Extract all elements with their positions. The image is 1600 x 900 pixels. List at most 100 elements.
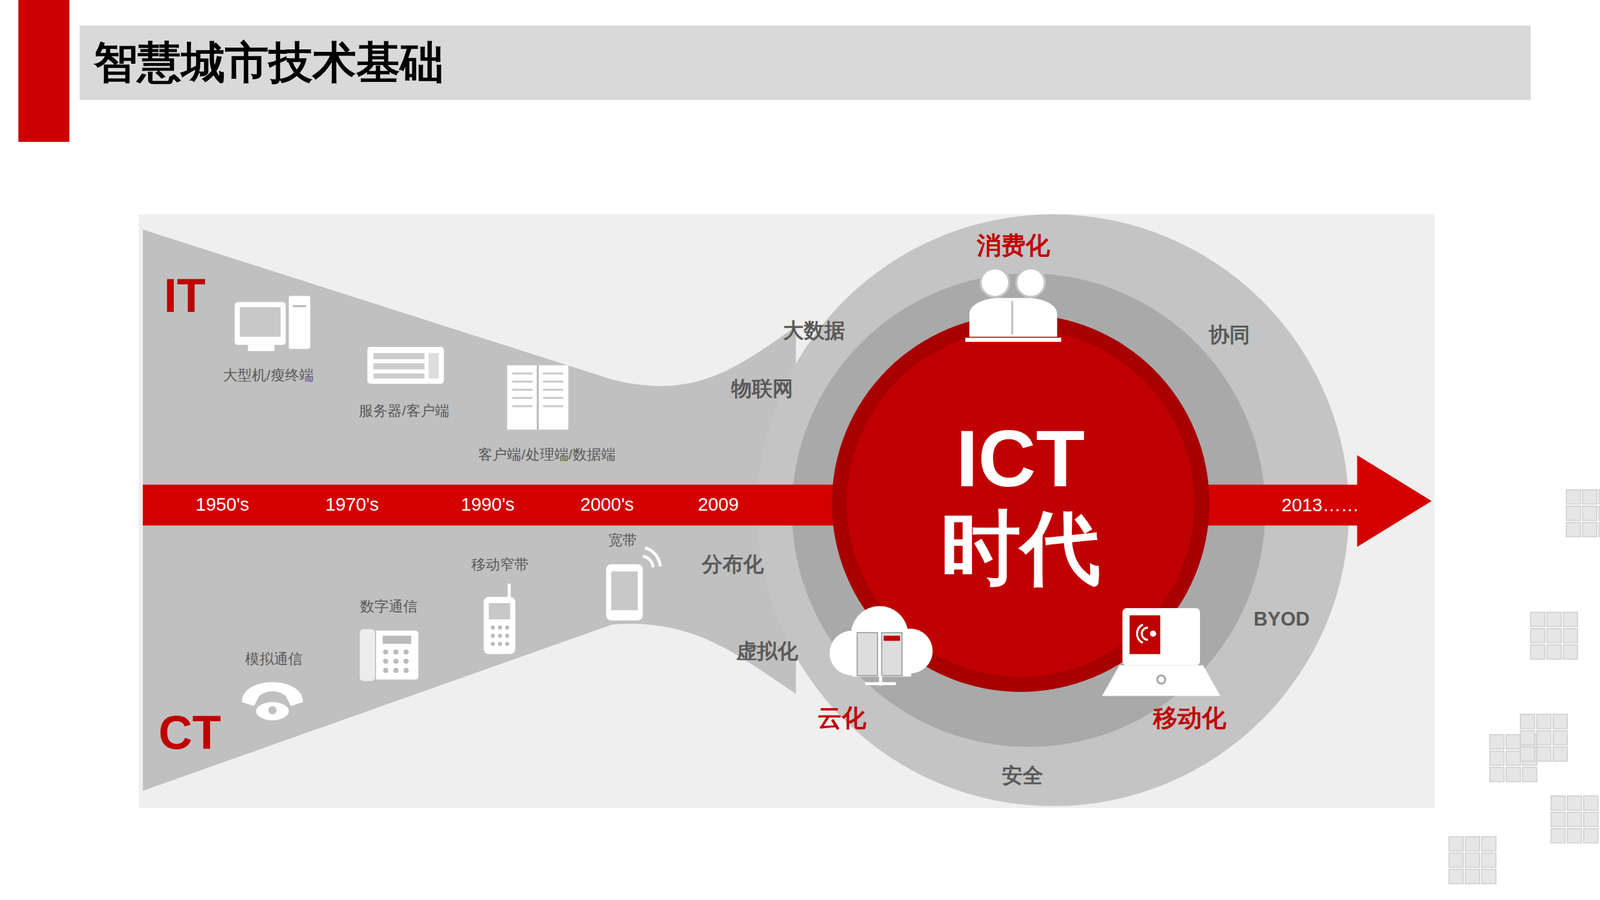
cube-cell (1490, 767, 1505, 782)
era-label: 数字通信 (360, 599, 418, 615)
cube-cell (1582, 506, 1597, 521)
cube-cell (1481, 853, 1497, 868)
cube-cell (1481, 869, 1497, 884)
convergence-funnel (143, 229, 797, 791)
computer-icon (235, 295, 311, 351)
cube-cell (1448, 869, 1464, 884)
cube-cell (1598, 522, 1600, 537)
cube-cell (1546, 612, 1562, 627)
ct-heading: CT (158, 706, 222, 759)
cube-cell (1567, 812, 1582, 827)
cube-cell (1465, 836, 1480, 852)
year-label: 2013…… (1281, 495, 1360, 515)
trend-label: 协同 (1208, 323, 1250, 347)
it-heading: IT (163, 270, 206, 322)
middle-ring (791, 273, 1266, 748)
cube-cell (1551, 795, 1566, 810)
cube-cell (1481, 836, 1497, 852)
trend-label: 大数据 (783, 319, 845, 342)
page-title: 智慧城市技术基础 (93, 33, 444, 93)
cube-cell (1465, 869, 1480, 884)
circle-fill (831, 314, 1210, 692)
cube-cell (1530, 645, 1545, 660)
cube-cell (1566, 490, 1581, 505)
cube-cell (1567, 828, 1582, 844)
cube-cell (1553, 746, 1568, 762)
server-tower-icon (506, 365, 569, 430)
circle-inner (846, 329, 1195, 677)
cube-cell (1563, 628, 1578, 644)
title-bar (79, 25, 1531, 100)
year-label: 1950's (195, 493, 250, 514)
cube-cell (1520, 730, 1535, 745)
cube-cell (1566, 506, 1581, 521)
era-label: 移动窄带 (471, 557, 529, 574)
trend-label: 分布化 (701, 553, 764, 576)
key-trend-label: 消费化 (976, 232, 1050, 260)
trend-label: 安全 (1001, 764, 1044, 787)
era-label: 模拟通信 (245, 651, 303, 667)
cube-cell (1583, 812, 1599, 827)
timeline-arrowhead (1356, 455, 1432, 547)
cube-cell (1465, 853, 1480, 868)
smartphone-icon (606, 548, 661, 621)
year-label: 2000's (580, 493, 635, 514)
laptop-icon (1101, 608, 1220, 696)
cube-cell (1522, 767, 1537, 782)
trend-label: BYOD (1253, 608, 1310, 630)
cube-cell (1582, 490, 1597, 505)
users-icon (965, 268, 1061, 342)
year-label: 1990's (461, 493, 515, 514)
cube-cell (1546, 628, 1562, 644)
era-label: 宽带 (608, 533, 637, 549)
cube-cell (1506, 751, 1521, 766)
cube-cell (1530, 628, 1545, 644)
cube-cell (1566, 522, 1581, 537)
cube-cell (1536, 730, 1552, 745)
cube-cell (1546, 645, 1562, 660)
cube-cell (1551, 812, 1566, 827)
cloud-icon (829, 606, 933, 686)
year-label: 2009 (698, 493, 739, 514)
cube-cell (1490, 735, 1505, 750)
desk-phone-icon (359, 628, 419, 682)
era-label: 服务器/客户端 (358, 403, 449, 419)
cube-cell (1536, 714, 1552, 729)
trend-label: 物联网 (731, 377, 794, 400)
trend-label: 虚拟化 (736, 640, 799, 663)
server-rack-icon (367, 346, 444, 384)
cube-cell (1582, 522, 1597, 537)
cube-cell (1520, 714, 1535, 729)
cube-decoration (1448, 490, 1600, 884)
cube-cell (1553, 714, 1568, 729)
cube-cell (1448, 853, 1464, 868)
cube-cell (1490, 751, 1505, 766)
accent-bar (18, 0, 70, 142)
key-trend-label: 云化 (817, 705, 867, 732)
cube-cell (1448, 836, 1464, 852)
circle-label: ICT 时代 (920, 413, 1121, 594)
cube-cell (1583, 828, 1599, 844)
cube-cell (1598, 506, 1600, 521)
year-label: 1970's (325, 493, 379, 514)
cube-cell (1530, 612, 1545, 627)
analog-phone-icon (241, 681, 304, 720)
panel (138, 214, 1435, 809)
era-label: 大型机/瘦终端 (223, 367, 314, 384)
cube-cell (1551, 828, 1566, 844)
cube-cell (1563, 645, 1578, 660)
cube-cell (1583, 795, 1599, 810)
cube-cell (1520, 746, 1535, 762)
cube-cell (1553, 730, 1568, 745)
mobile-phone-icon (483, 583, 516, 655)
key-trend-label: 移动化 (1153, 705, 1227, 732)
cube-cell (1563, 612, 1578, 627)
cube-cell (1536, 746, 1552, 762)
cube-cell (1567, 795, 1582, 810)
cube-cell (1506, 735, 1521, 750)
cube-cell (1598, 490, 1600, 505)
cube-cell (1506, 767, 1521, 782)
era-label: 客户端/处理端/数据端 (478, 447, 616, 464)
